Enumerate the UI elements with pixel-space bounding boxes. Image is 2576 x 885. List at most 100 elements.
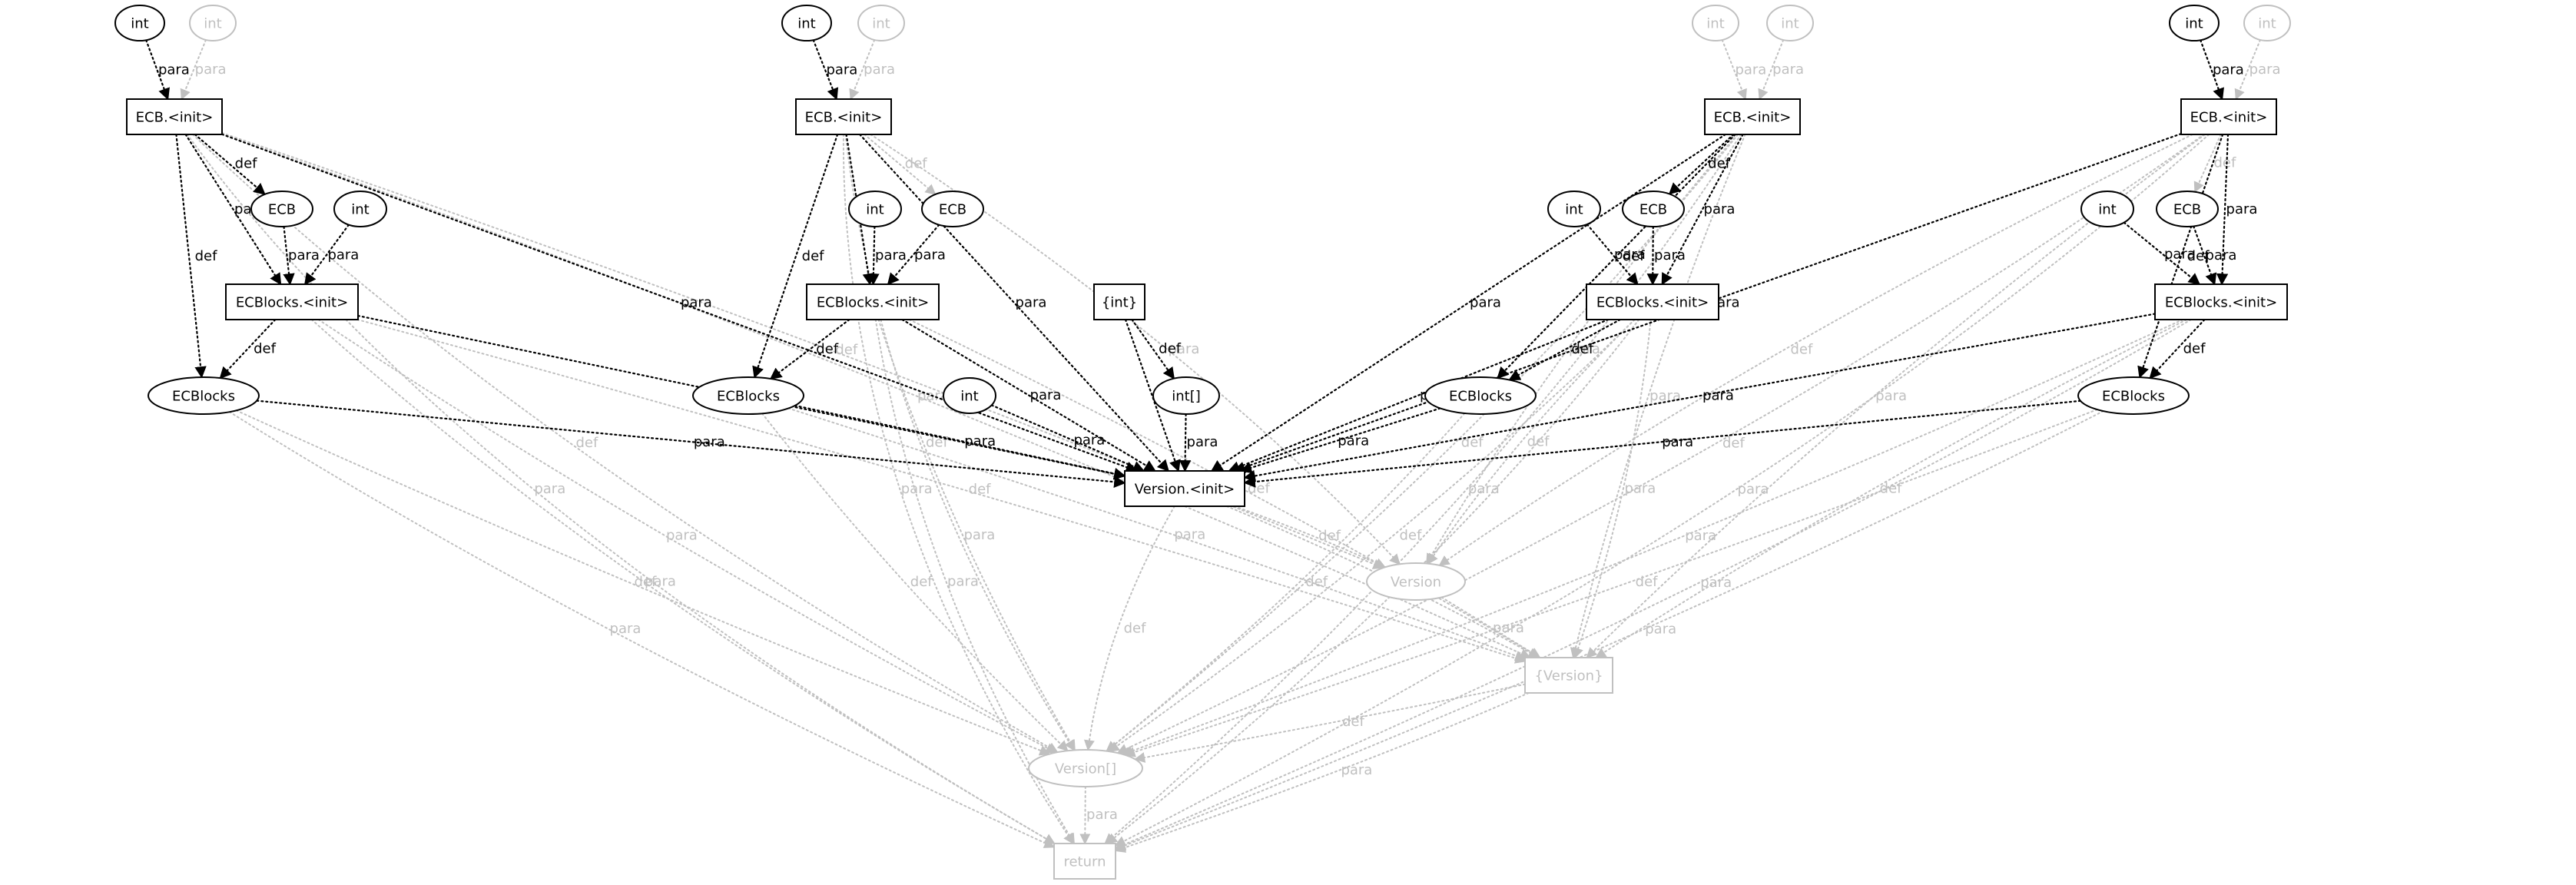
node-int: int[]: [1152, 376, 1220, 415]
edge-line: [228, 411, 1056, 848]
edge-label: def: [1461, 435, 1484, 451]
edge-label: para: [1030, 387, 1062, 403]
edge-para: para: [310, 319, 1056, 844]
node-ellipse: [857, 5, 905, 41]
edge-label: para: [2206, 247, 2237, 264]
node-ellipse: [1424, 376, 1537, 415]
node-label: ECB.<init>: [2190, 110, 2268, 126]
edge-para: para: [186, 134, 1056, 844]
edge-para: para: [901, 318, 1156, 472]
node-ecb-init: ECB.<init>: [795, 98, 892, 135]
edge-line: [1114, 692, 1530, 853]
edge-line: [1586, 223, 1639, 286]
node-int: int: [2080, 191, 2134, 227]
node-label: int: [797, 16, 815, 32]
node-label: int: [1565, 202, 1583, 218]
node-label: return: [1063, 854, 1106, 870]
edge-para: para: [2234, 38, 2281, 101]
node-label: int: [2258, 16, 2276, 32]
edge-def: def: [1134, 683, 1526, 763]
edge-line: [2137, 133, 2224, 379]
edge-def: def: [2193, 134, 2236, 193]
edge-para: para: [794, 404, 1126, 480]
node-ecb-init: ECB.<init>: [2180, 98, 2277, 135]
node-label: ECBlocks: [717, 389, 780, 405]
edge-label: def: [1571, 341, 1594, 357]
node-ellipse: [148, 376, 260, 415]
node-ellipse: [1622, 191, 1685, 227]
edge-line: [1239, 407, 1441, 474]
node-label: ECB: [2173, 202, 2201, 218]
edge-def: def: [1438, 134, 2193, 566]
edge-label: def: [1318, 528, 1341, 544]
edge-para: para: [787, 407, 1527, 661]
edge-label: para: [1645, 621, 1676, 638]
edge-label: def: [1342, 714, 1365, 730]
edge-def: def: [1508, 318, 1621, 381]
node-ecblocks-init: ECBlocks.<init>: [225, 283, 359, 320]
edge-label: def: [905, 156, 928, 172]
node-ecb: ECB: [1622, 191, 1685, 227]
edge-line: [1124, 409, 2098, 757]
node-label: ECB.<init>: [136, 110, 214, 126]
edge-label: def: [634, 574, 657, 590]
node-int: int: [857, 5, 905, 41]
edge-line: [2200, 39, 2224, 101]
edge-line: [2149, 318, 2206, 380]
node-version: Version: [1366, 562, 1466, 601]
node-label: int: [204, 16, 221, 32]
edge-def: def: [1131, 318, 1182, 380]
node-ellipse: [250, 191, 313, 227]
node-ellipse: [1692, 5, 1739, 41]
node-int: int: [2169, 5, 2220, 41]
node-int: {int}: [1093, 283, 1145, 320]
node-label: int: [2098, 202, 2116, 218]
node-ellipse: [114, 5, 165, 41]
node-int: int: [848, 191, 902, 227]
edge-para: para: [874, 319, 1076, 845]
node-label: ECBlocks: [1449, 389, 1512, 405]
edge-line: [812, 39, 839, 101]
edge-para: para: [2123, 221, 2201, 286]
edge-line: [2193, 225, 2217, 286]
edge-line: [1104, 134, 1742, 844]
edge-label: def: [2183, 341, 2206, 357]
edge-para: para: [228, 411, 1056, 848]
edge-label: para: [1738, 482, 1769, 498]
edge-line: [220, 133, 1138, 473]
edge-def: def: [1116, 134, 2205, 754]
edge-def: def: [1083, 505, 1175, 751]
node-ellipse: [1766, 5, 1814, 41]
node-label: ECBlocks: [2102, 389, 2165, 405]
edge-def: def: [844, 134, 1076, 751]
node-box: [225, 283, 359, 320]
node-ecblocks-init: ECBlocks.<init>: [2154, 283, 2288, 320]
edge-line: [752, 133, 839, 379]
edge-def: def: [1106, 134, 1739, 752]
edge-para: para: [1661, 133, 1744, 286]
edge-line: [180, 38, 207, 101]
edge-line: [1233, 505, 1387, 568]
edge-label: para: [288, 247, 320, 264]
edge-label: def: [195, 248, 218, 264]
edge-label: para: [1702, 387, 1734, 403]
edge-line: [887, 224, 940, 286]
edge-para: para: [842, 134, 1074, 845]
node-ecblocks-init: ECBlocks.<init>: [806, 283, 940, 320]
node-int: int: [114, 5, 165, 41]
node-int: int: [1766, 5, 1814, 41]
edge-line: [2123, 221, 2201, 286]
edge-line: [1124, 318, 1181, 472]
edge-label: para: [195, 61, 227, 78]
node-ecb: ECB: [250, 191, 313, 227]
edge-line: [256, 399, 1126, 488]
node-ecblocks: ECBlocks: [2077, 376, 2190, 415]
node-box: [795, 98, 892, 135]
edge-label: para: [947, 574, 979, 590]
node-label: int: [866, 202, 884, 218]
edge-para: para: [2193, 225, 2237, 286]
edge-line: [1083, 505, 1175, 751]
node-ellipse: [1152, 376, 1220, 415]
node-int: int: [2243, 5, 2291, 41]
